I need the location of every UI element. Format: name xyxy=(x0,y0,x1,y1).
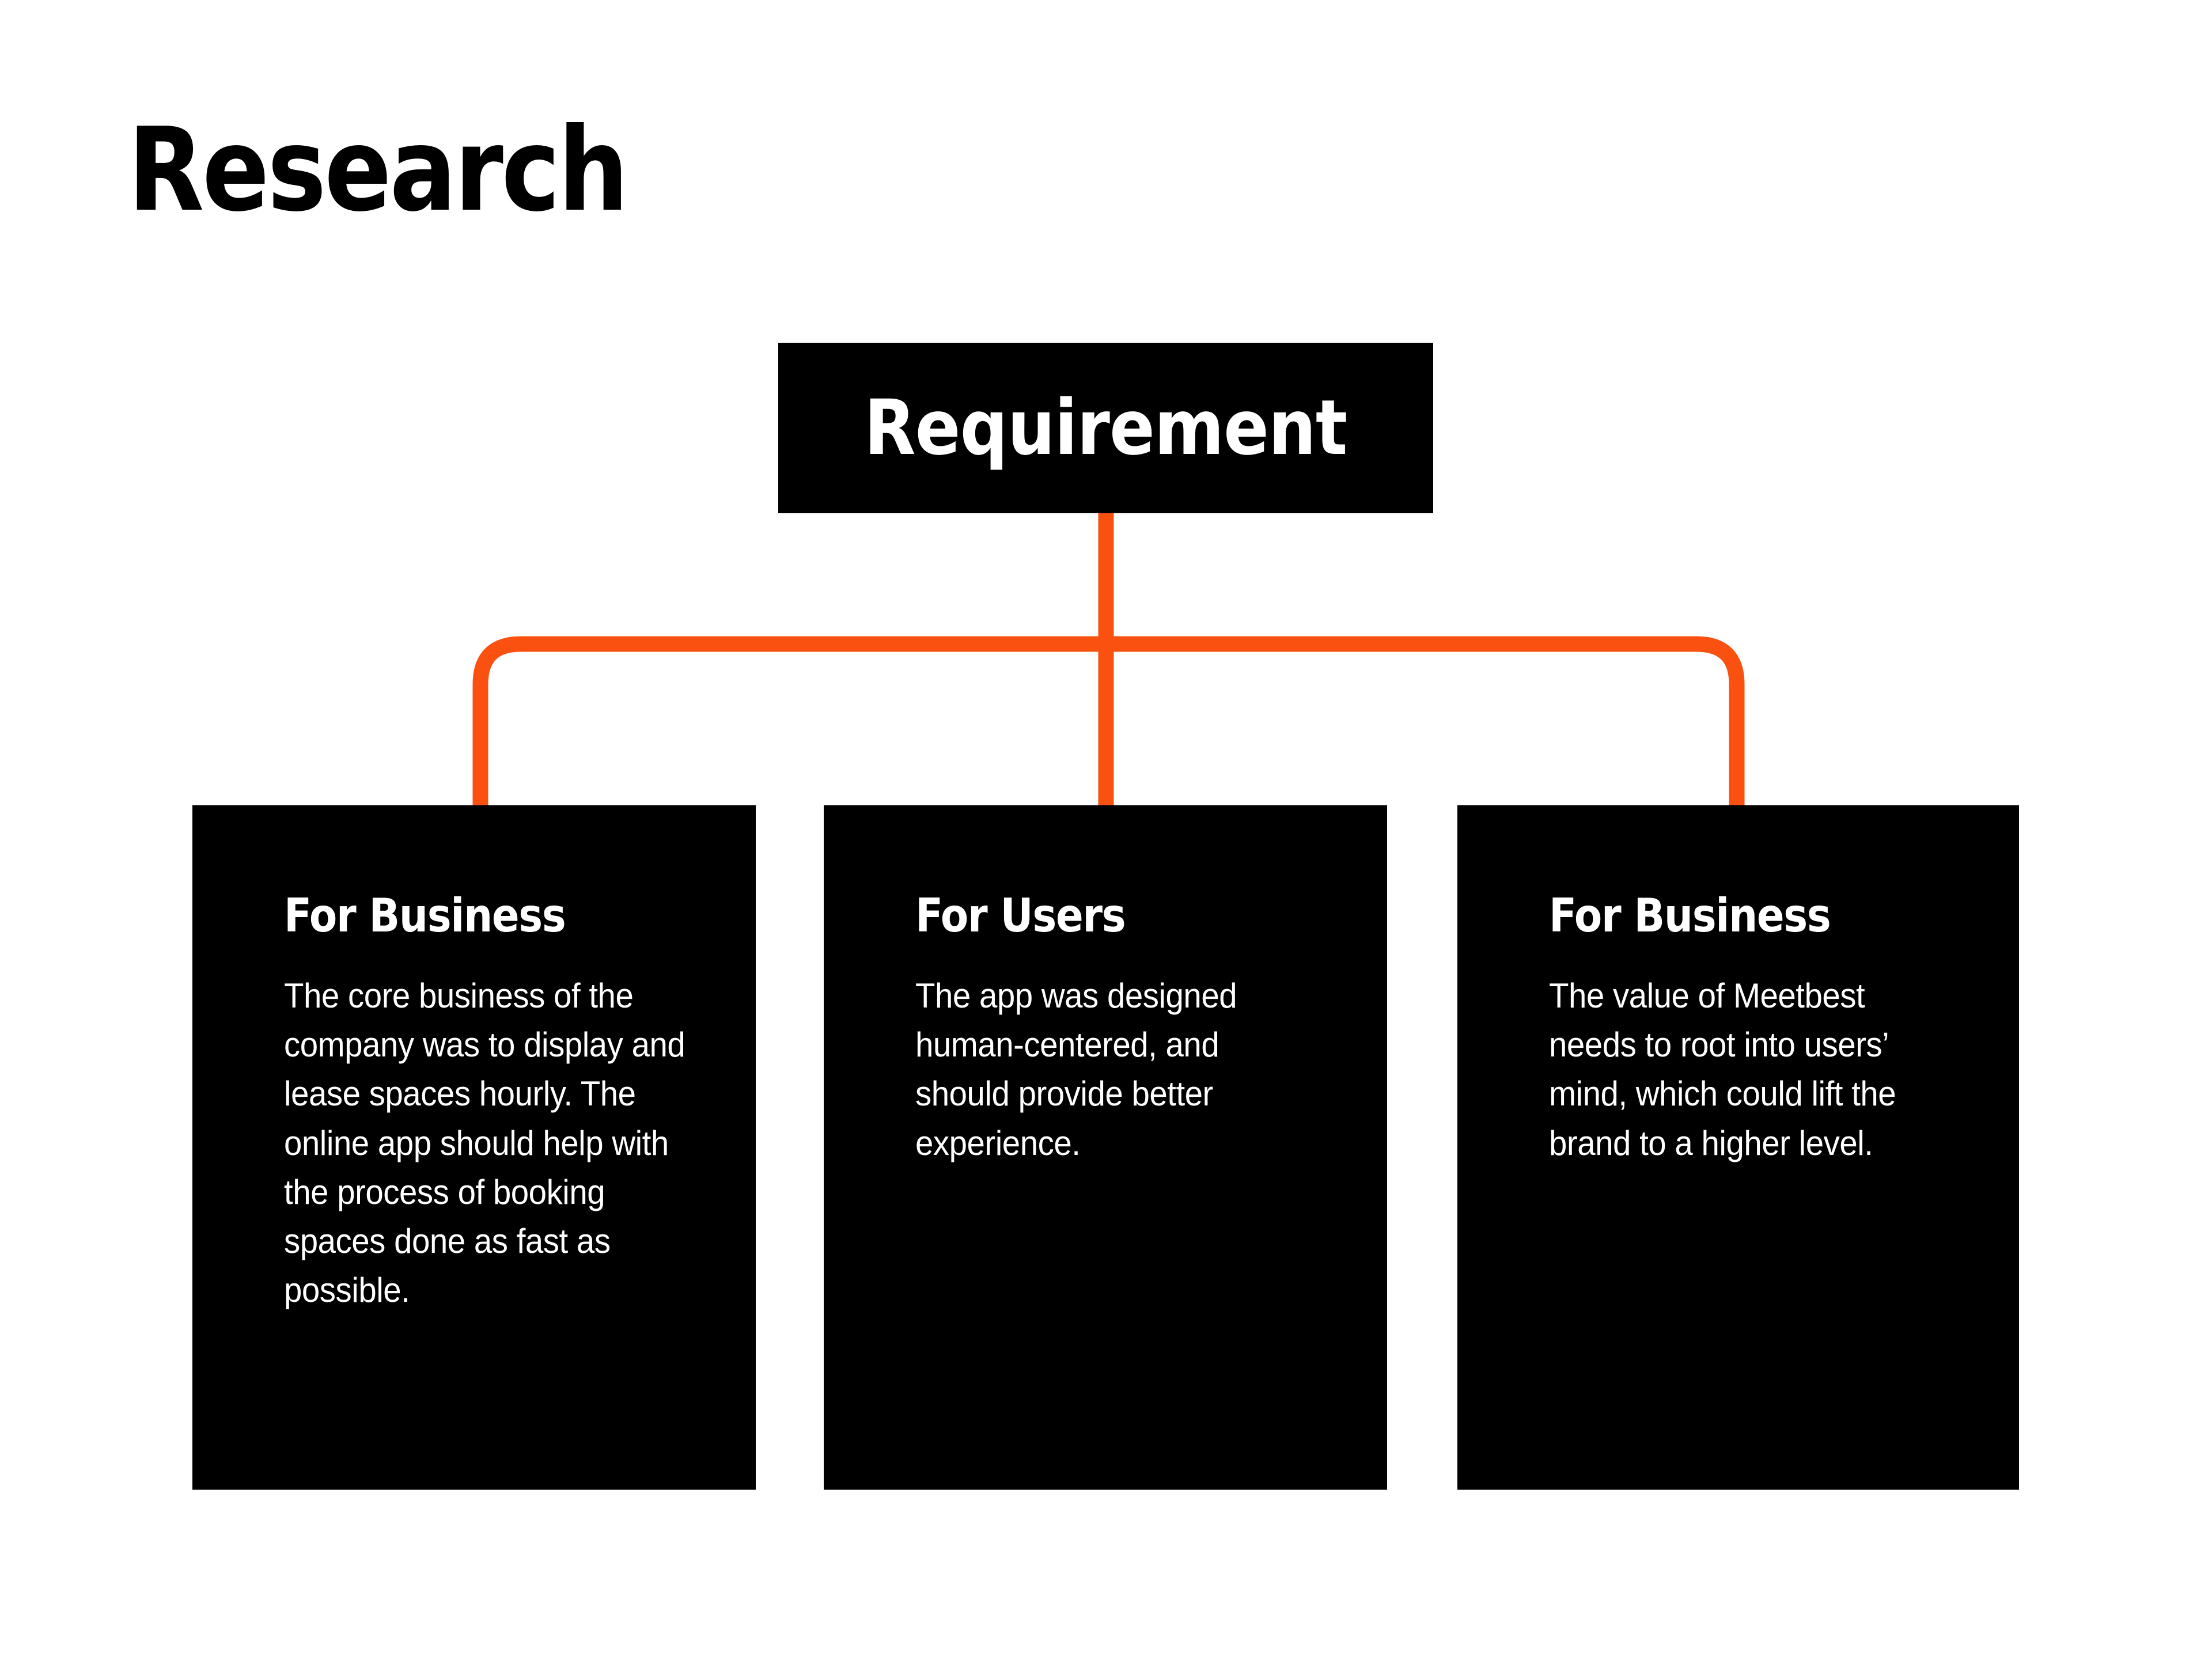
card-for-users[interactable]: For Users The app was designed human-cen… xyxy=(824,805,1387,1490)
card-body: The core business of the company was to … xyxy=(284,976,685,1310)
card-for-business-2[interactable]: For Business The value of Meetbest needs… xyxy=(1457,805,2019,1490)
card-for-business-1[interactable]: For Business The core business of the co… xyxy=(192,805,756,1490)
requirement-node-label: Requirement xyxy=(864,384,1347,472)
page-title: Research xyxy=(128,103,628,237)
card-body: The value of Meetbest needs to root into… xyxy=(1549,976,1896,1162)
connector-branch-left xyxy=(472,636,1106,812)
connector-branch-right xyxy=(1106,636,1745,812)
card-heading: For Business xyxy=(284,889,566,942)
card-heading: For Business xyxy=(1549,889,1831,942)
card-body: The app was designed human-centered, and… xyxy=(915,976,1237,1162)
requirement-node[interactable]: Requirement xyxy=(778,343,1433,513)
card-heading: For Users xyxy=(915,889,1126,942)
